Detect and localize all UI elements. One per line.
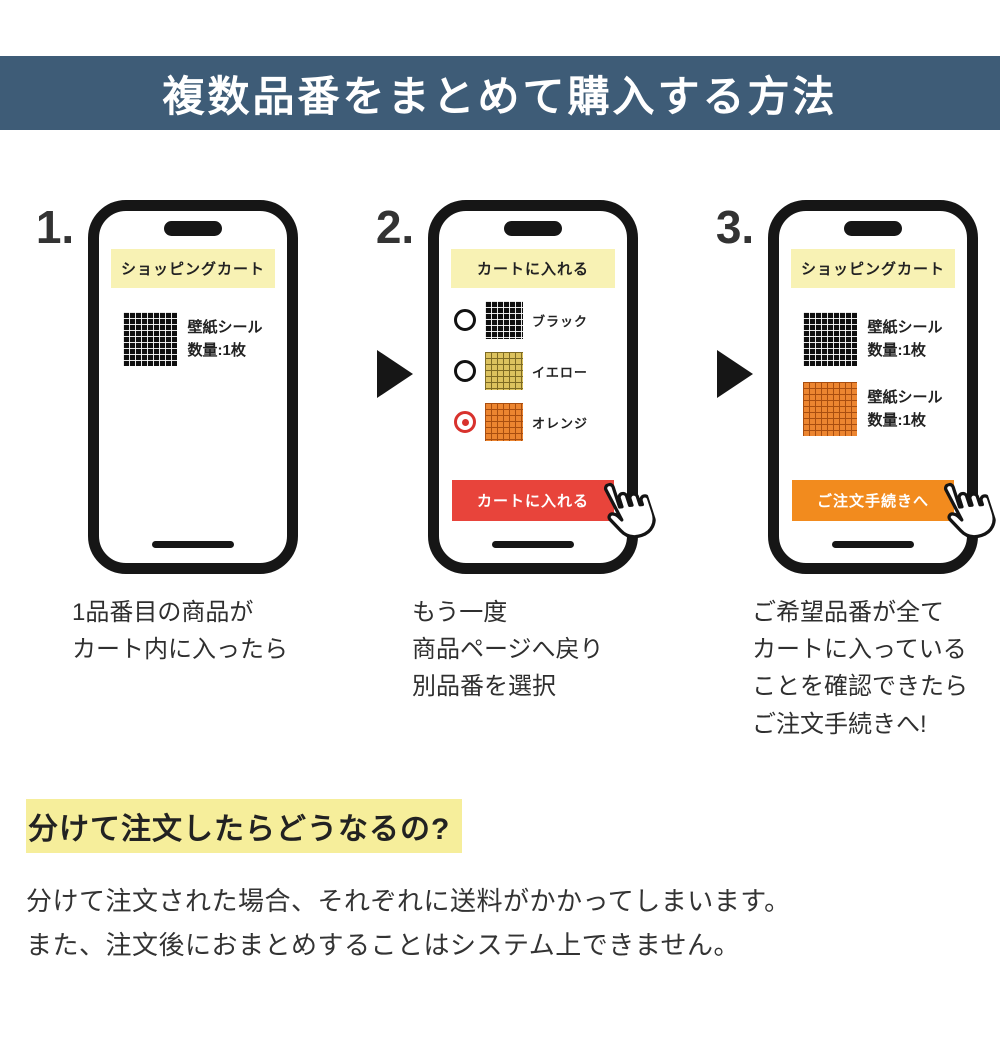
next-step-arrow-icon [377,350,413,398]
cart-item-text: 壁紙シール 数量:1枚 [867,316,942,363]
step-1: 1. ショッピングカート 壁紙シール 数量:1枚 1品番目の商品が カート内に入… [22,200,298,743]
product-name: 壁紙シール [187,318,263,336]
yellow-grid-swatch [485,352,523,390]
product-name: 壁紙シール [867,318,943,336]
option-label: ブラック [532,313,589,329]
step-3: 3. ショッピングカート 壁紙シール 数量:1枚 壁紙シール [702,200,996,743]
home-indicator [832,541,914,548]
footer-heading-highlighted: 分けて注文したらどうなるの? [26,798,463,853]
cart-item-row: 壁紙シール 数量:1枚 [99,312,287,366]
page-title: 複数品番をまとめて購入する方法 [162,72,838,120]
step-1-left-column: 1. [22,200,88,743]
step-3-caption: ご希望品番が全て カートに入っている ことを確認できたら ご注文手続きへ! [752,599,968,738]
cart-item-text: 壁紙シール 数量:1枚 [187,316,262,363]
step-3-left-column: 3. [702,200,768,743]
orange-grid-swatch [803,382,858,436]
option-label: オレンジ [532,415,589,431]
phone-frame-step-3: ショッピングカート 壁紙シール 数量:1枚 壁紙シール 数量:1枚 ご注文手続き [768,200,996,574]
cart-item-text: 壁紙シール 数量:1枚 [867,386,942,433]
radio-unselected-icon[interactable] [454,360,476,382]
add-to-cart-button[interactable]: カートに入れる [452,480,614,521]
color-option-yellow[interactable]: イエロー [454,352,627,390]
product-qty: 数量:1枚 [867,342,926,359]
product-name: 壁紙シール [867,388,943,406]
cart-item-row: 壁紙シール 数量:1枚 [779,312,967,366]
product-qty: 数量:1枚 [187,342,246,359]
step-2-number: 2. [375,201,415,253]
add-to-cart-header-banner: カートに入れる [451,249,615,288]
color-option-black[interactable]: ブラック [454,301,627,339]
phone-frame-step-2: カートに入れる ブラック イエロー オレンジ カートに入れる [428,200,656,574]
cursor-hand-icon [925,473,1000,558]
cart-header-banner: ショッピングカート [791,249,955,288]
black-grid-swatch [803,312,858,366]
phone-frame-step-1: ショッピングカート 壁紙シール 数量:1枚 [88,200,298,574]
option-label: イエロー [532,364,588,380]
radio-unselected-icon[interactable] [454,309,476,331]
phone-notch [164,221,222,236]
black-grid-swatch [485,301,523,339]
step-2-caption: もう一度 商品ページへ戻り 別品番を選択 [412,599,604,701]
orange-grid-swatch [485,403,523,441]
phone-notch [504,221,562,236]
home-indicator [492,541,574,548]
color-option-orange[interactable]: オレンジ [454,403,627,441]
black-grid-swatch [123,312,178,366]
cursor-hand-icon [585,473,662,558]
steps-row: 1. ショッピングカート 壁紙シール 数量:1枚 1品番目の商品が カート内に入… [0,200,1000,743]
step-2: 2. カートに入れる ブラック イエロー [362,200,656,743]
step-2-left-column: 2. [362,200,428,743]
product-qty: 数量:1枚 [867,412,926,429]
step-3-number: 3. [715,201,755,253]
footer-body-text: 分けて注文された場合、それぞれに送料がかかってしまいます。 また、注文後におまと… [26,885,791,960]
next-step-arrow-icon [717,350,753,398]
radio-selected-icon[interactable] [454,411,476,433]
step-1-caption: 1品番目の商品が カート内に入ったら [72,599,288,664]
footer-note-section: 分けて注文したらどうなるの? 分けて注文された場合、それぞれに送料がかかってしま… [0,798,1000,967]
checkout-button[interactable]: ご注文手続きへ [792,480,954,521]
step-1-number: 1. [35,201,75,253]
home-indicator [152,541,234,548]
phone-notch [844,221,902,236]
header-banner: 複数品番をまとめて購入する方法 [0,56,1000,130]
cart-item-row: 壁紙シール 数量:1枚 [779,382,967,436]
cart-header-banner: ショッピングカート [111,249,275,288]
